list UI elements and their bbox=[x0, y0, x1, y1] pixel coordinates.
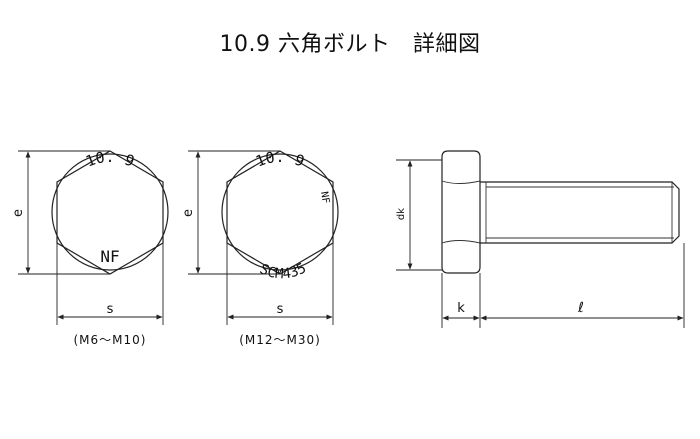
bolt-side-view: dk k ℓ bbox=[396, 150, 685, 328]
head-flat-line bbox=[441, 180, 481, 184]
bearing-circle bbox=[51, 153, 169, 271]
dim-s-label: s bbox=[277, 302, 284, 317]
size-caption: (M6～M10) bbox=[74, 333, 147, 347]
bearing-circle bbox=[221, 153, 339, 271]
dim-e-label: e bbox=[11, 209, 26, 217]
size-caption: (M12～M30) bbox=[239, 333, 321, 347]
bolt-shank bbox=[480, 181, 680, 244]
head-view-large: 10. 9 NF SCM435 e s (M12～M30) bbox=[181, 148, 339, 347]
dim-dk-label: dk bbox=[396, 208, 407, 220]
head-flat-line bbox=[441, 240, 481, 244]
head-marking-grade: 10. 9 bbox=[83, 148, 137, 171]
head-marking-maker: NF bbox=[318, 191, 331, 205]
page-title: 10.9 六角ボルト 詳細図 bbox=[219, 32, 481, 57]
head-view-small: 10. 9 NF e s (M6～M10) bbox=[11, 148, 169, 347]
dim-s-label: s bbox=[107, 302, 114, 317]
head-marking-material: SCM435 bbox=[257, 260, 309, 282]
head-marking-grade: 10. 9 bbox=[253, 148, 307, 171]
hexagon-outline bbox=[226, 150, 334, 275]
bolt-head bbox=[441, 150, 481, 274]
dim-e-label: e bbox=[181, 209, 196, 217]
dim-k-label: k bbox=[457, 301, 465, 316]
dim-l-label: ℓ bbox=[577, 300, 584, 316]
head-marking-maker: NF bbox=[100, 247, 119, 266]
